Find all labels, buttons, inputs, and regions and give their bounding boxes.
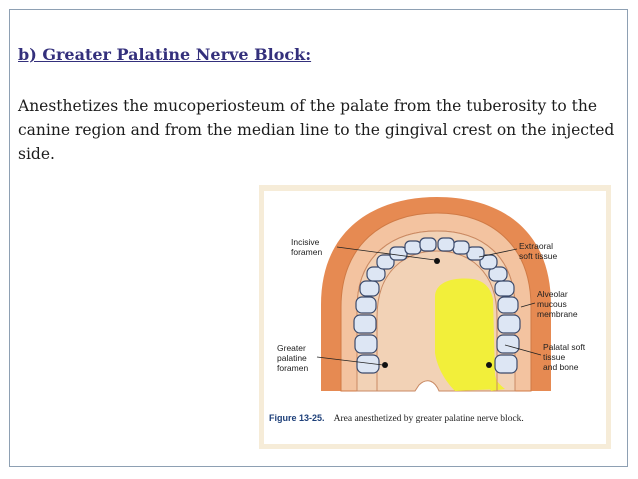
label-incisive-foramen: Incisive foramen	[291, 237, 322, 257]
greater-palatine-foramen-left-dot	[382, 362, 388, 368]
slide-body-text: Anesthetizes the mucoperiosteum of the p…	[18, 97, 615, 163]
figure-caption: Figure 13-25. Area anesthetized by great…	[269, 406, 524, 425]
label-palatal-soft-tissue-and-bone: Palatal soft tissue and bone	[543, 342, 587, 372]
label-alveolar-mucous-membrane: Alveolar mucous membrane	[537, 289, 578, 319]
slide-title: b) Greater Palatine Nerve Block:	[18, 45, 312, 64]
palate-illustration: Incisive foramen Extraoral soft tissue A…	[269, 197, 587, 425]
label-greater-palatine-foramen: Greater palatine foramen	[277, 343, 309, 373]
teeth-left	[353, 237, 437, 374]
slide-frame	[9, 9, 628, 467]
figure-palate-diagram: Incisive foramen Extraoral soft tissue A…	[259, 185, 611, 449]
anesthetized-area	[435, 278, 499, 391]
greater-palatine-foramen-right-dot	[486, 362, 492, 368]
figure-caption-number: Figure 13-25.	[269, 413, 325, 423]
label-extraoral-soft-tissue: Extraoral soft tissue	[519, 241, 558, 261]
figure-caption-text: Area anesthetized by greater palatine ne…	[334, 414, 524, 424]
incisive-foramen-dot	[434, 258, 440, 264]
